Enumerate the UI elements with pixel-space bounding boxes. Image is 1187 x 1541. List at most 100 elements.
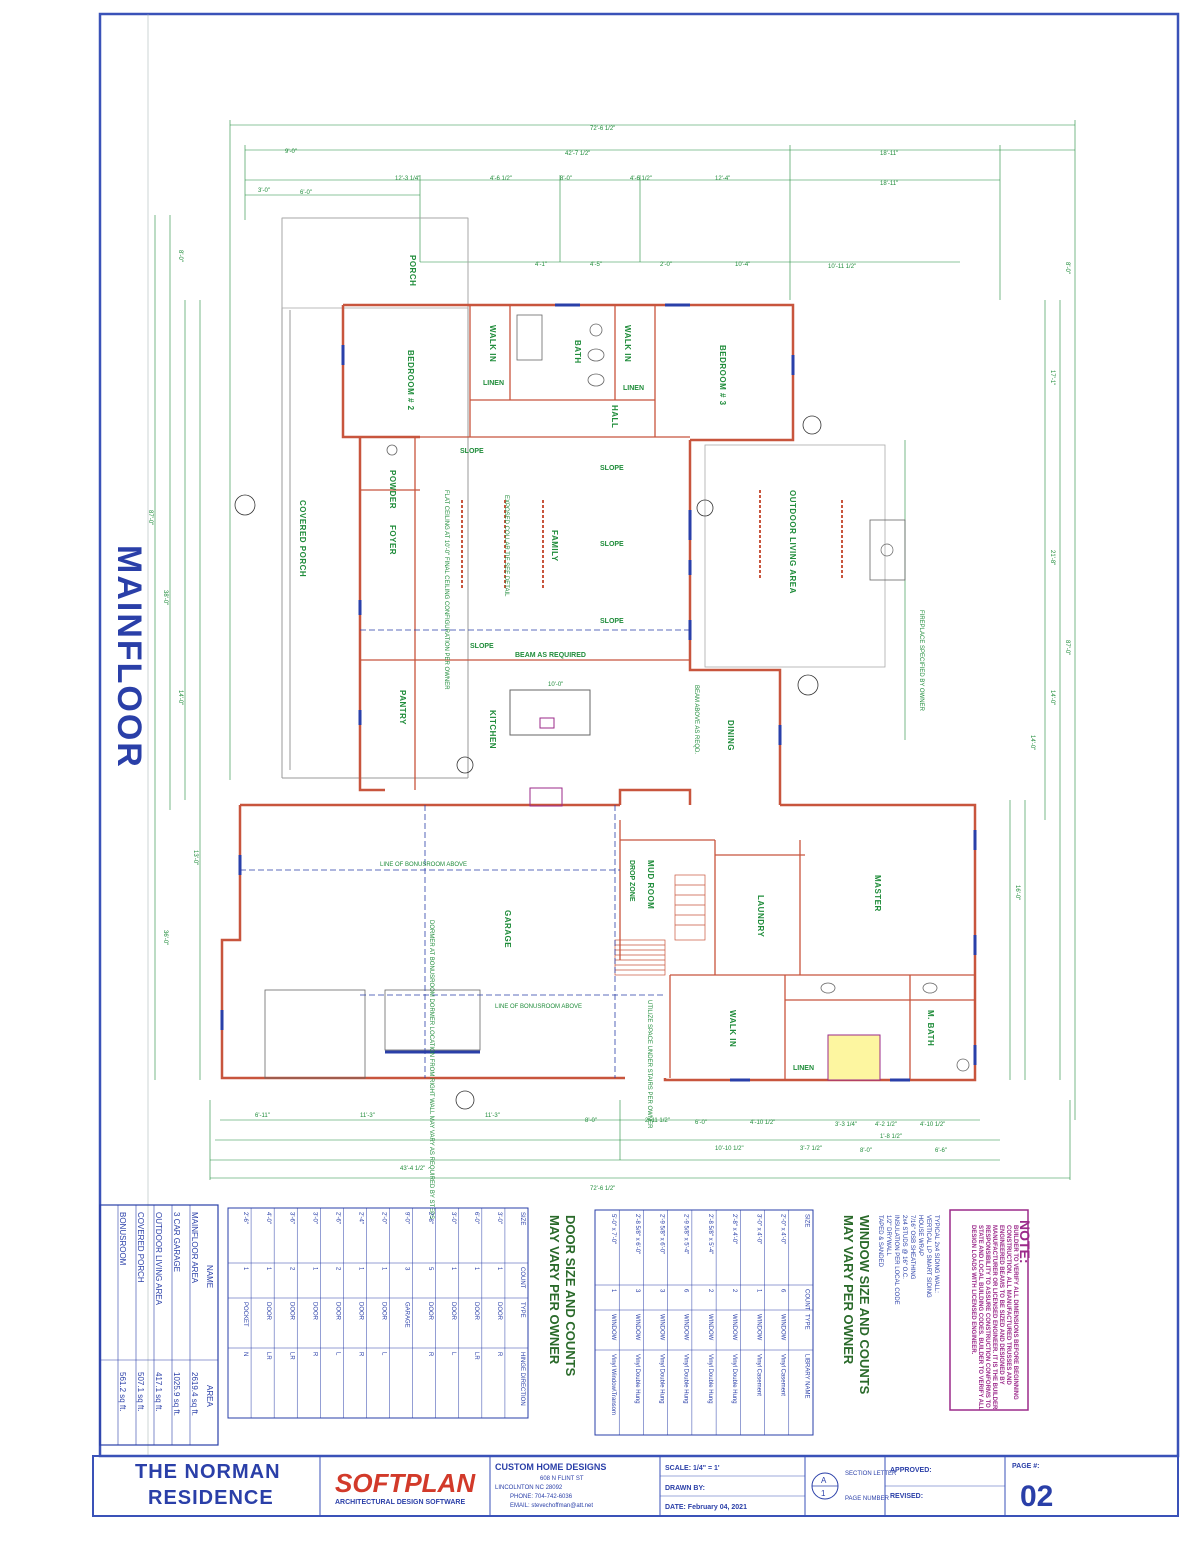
room-walk-in-3: WALK IN <box>728 1010 737 1047</box>
window-table-header-3: LIBRARY NAME <box>804 1354 810 1398</box>
room-mud-room: MUD ROOM <box>646 860 655 909</box>
fireplace-note: FIREPLACE SPECIFIED BY OWNER <box>918 610 924 712</box>
window-table-row-0-col-2: WINDOW <box>780 1314 786 1341</box>
company-address: 608 N FLINT ST <box>540 1476 584 1482</box>
stairs <box>614 874 706 976</box>
dim-bot-p: 1'-8 1/2" <box>880 1134 902 1140</box>
door-table-row-6-col-3: R <box>358 1352 364 1357</box>
slope-2: SLOPE <box>600 465 624 472</box>
window-table-row-2-col-1: 2 <box>731 1289 737 1293</box>
door-table: DOOR SIZE AND COUNTS MAY VARY PER OWNER … <box>227 1207 578 1419</box>
beam-note: BEAM AS REQUIRED <box>515 652 586 659</box>
door-table-row-9-col-3: LR <box>288 1352 294 1360</box>
dim-bot-j: 2'-11 1/2" <box>645 1118 670 1124</box>
dim-right-a: 87'-0" <box>1064 640 1070 655</box>
porch-outline <box>281 217 469 779</box>
door-table-row-7-col-3: L <box>334 1352 340 1356</box>
dim-left-a: 87'-0" <box>147 510 153 525</box>
top-dimension-lines <box>229 120 1076 1120</box>
section-letter-label: SECTION LETTER <box>845 1471 897 1477</box>
door-table-row-5-col-3: L <box>381 1352 387 1356</box>
dim-bot-f: 6'-11" <box>255 1113 270 1119</box>
island-sink <box>539 717 555 729</box>
door-table-row-7-col-0: 2'-6" <box>334 1212 340 1224</box>
dim-bot-b: 10'-10 1/2" <box>715 1146 744 1152</box>
window-table-header-0: SIZE <box>804 1214 810 1227</box>
door-table-header-1: COUNT <box>519 1267 525 1289</box>
dim-top-c: 18'-11" <box>880 151 898 157</box>
door-table-row-10-col-1: 1 <box>265 1267 271 1271</box>
area-row-4-name: BONUSROOM <box>118 1212 127 1266</box>
dim-top-m: 4'-5" <box>590 262 602 268</box>
dim-bot-i: 8'-0" <box>585 1118 597 1124</box>
slope-1: SLOPE <box>460 448 484 455</box>
door-table-row-1-col-3: LR <box>473 1352 479 1360</box>
slope-4: SLOPE <box>600 618 624 625</box>
typical-l6: INSULATION PER LOCAL CODE <box>893 1215 899 1305</box>
window-table-title: WINDOW SIZE AND COUNTS <box>857 1215 872 1395</box>
sheet-date: DATE: February 04, 2021 <box>665 1504 747 1511</box>
section-markers <box>234 415 822 1110</box>
dormer-note: DORMER AT BONUSROOM DORMER LOCATION FROM… <box>428 920 434 1219</box>
dim-overall-top: 72'-6 1/2" <box>590 126 615 132</box>
note-title: NOTE: <box>1017 1220 1033 1264</box>
room-walk-in-2: WALK IN <box>623 325 632 362</box>
stairs-note: UTILIZE SPACE UNDER STAIRS PER OWNER <box>646 1000 652 1129</box>
window-table-row-3-col-0: 2'-8 5/8" x 5'-4" <box>707 1214 713 1254</box>
dim-top-p: 10'-11 1/2" <box>828 264 856 270</box>
dim-top-g: 4'-6 1/2" <box>490 176 512 182</box>
dim-top-n: 2'-0" <box>660 262 672 268</box>
room-dining: DINING <box>726 720 735 751</box>
door-table-row-7-col-1: 2 <box>334 1267 340 1271</box>
window-table-row-3-col-2: WINDOW <box>707 1314 713 1341</box>
section-symbol-letter: A <box>821 1476 827 1485</box>
window-table-title2: MAY VARY PER OWNER <box>841 1215 856 1365</box>
door-table-row-1-col-2: DOOR <box>473 1302 479 1321</box>
window-table-row-0-col-1: 6 <box>780 1289 786 1293</box>
window-table-row-1-col-1: 1 <box>755 1289 761 1293</box>
window-table-header-2: TYPE <box>804 1314 810 1330</box>
collar-note: EXPOSED COLLAR TIE SEE DETAIL <box>503 495 509 597</box>
door-table-row-11-col-1: 1 <box>242 1267 248 1271</box>
window-table-row-5-col-2: WINDOW <box>658 1314 664 1341</box>
door-table-row-2-col-1: 1 <box>450 1267 456 1271</box>
area-row-4-area: 561.2 sq ft. <box>118 1372 127 1412</box>
room-pantry: PANTRY <box>398 690 407 725</box>
collar-ties <box>461 490 843 590</box>
window-marks <box>220 303 977 1082</box>
door-table-row-5-col-2: DOOR <box>381 1302 387 1321</box>
island-dim: 10'-0" <box>548 682 563 688</box>
window-table-row-4-col-0: 2'-9 5/8" x 5'-4" <box>683 1214 689 1254</box>
door-table-row-9-col-0: 3'-6" <box>288 1212 294 1224</box>
door-table-row-11-col-2: POCKET <box>242 1302 248 1327</box>
scale-label: SCALE: 1/4" = 1' <box>665 1465 720 1472</box>
window-table-row-1-col-3: Vinyl Casement <box>755 1354 761 1396</box>
door-table-row-1-col-1: 1 <box>473 1267 479 1271</box>
door-table-row-0-col-3: R <box>496 1352 502 1357</box>
window-table-row-6-col-0: 2'-8 5/8" x 6'-0" <box>634 1214 640 1254</box>
dim-bot-l: 4'-10 1/2" <box>750 1120 775 1126</box>
porch-area <box>281 217 469 309</box>
door-table-title2: MAY VARY PER OWNER <box>547 1215 562 1365</box>
room-foyer: FOYER <box>388 525 397 555</box>
slope-5: SLOPE <box>470 643 494 650</box>
dim-left-b: 38'-0" <box>162 590 168 605</box>
room-hall: HALL <box>610 405 619 428</box>
door-table-row-3-col-2: DOOR <box>427 1302 433 1321</box>
fireplace <box>869 519 906 581</box>
dim-right-d: 16'-0" <box>1014 885 1020 900</box>
dim-right-e: 17'-1" <box>1049 370 1055 385</box>
door-table-row-8-col-1: 1 <box>311 1267 317 1271</box>
flat-ceiling-note: FLAT CEILING AT 10'-0" FINAL CEILING CON… <box>443 490 449 690</box>
area-header-name: NAME <box>205 1265 214 1288</box>
company-name: CUSTOM HOME DESIGNS <box>495 1462 606 1472</box>
window-table-row-6-col-3: Vinyl Double Hung <box>634 1354 640 1404</box>
area-row-2-name: OUTDOOR LIVING AREA <box>154 1212 163 1306</box>
door-table-row-5-col-0: 2'-0" <box>381 1212 387 1224</box>
bonus-line-note-2: LINE OF BONUSROOM ABOVE <box>495 1004 582 1010</box>
door-table-row-0-col-1: 1 <box>496 1267 502 1271</box>
typical-l8: TAPED & SANDED <box>877 1215 883 1268</box>
section-symbol-number: 1 <box>821 1489 826 1498</box>
dim-top-k: 18'-11" <box>880 181 898 187</box>
dimension-texts: 72'-6 1/2" 9'-0" 42'-7 1/2" 18'-11" 3'-0… <box>147 126 1070 1192</box>
